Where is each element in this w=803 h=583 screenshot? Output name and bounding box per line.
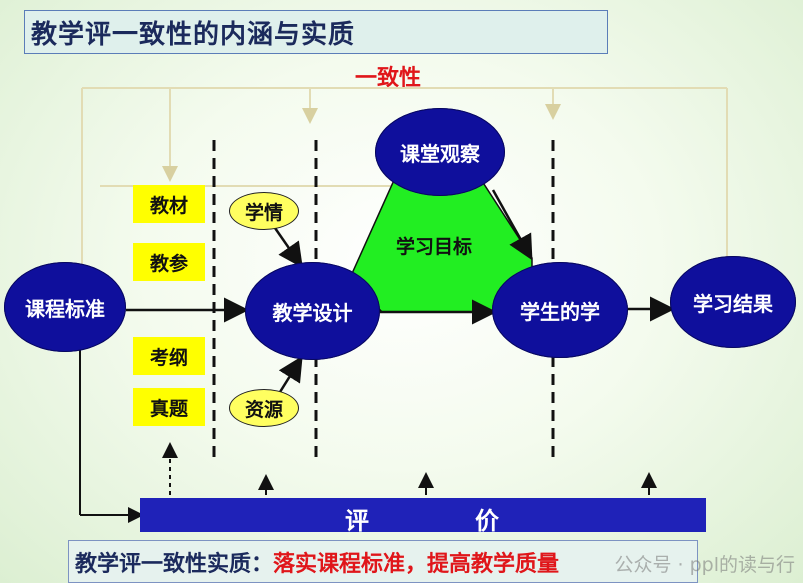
evaluation-char-2: 价 [475,507,499,535]
material-past-papers: 真题 [133,388,205,426]
essence-label: 教学评一致性实质： [75,551,274,577]
curriculum-standard-node: 课程标准 [4,262,126,352]
essence-value: 落实课程标准，提高教学质量 [273,551,560,577]
material-textbook: 教材 [133,185,205,223]
classroom-observation-node: 课堂观察 [375,108,505,196]
evaluation-bar: 评 价 [140,498,706,535]
essence-statement: 教学评一致性实质： 落实课程标准，提高教学质量 [68,540,698,583]
material-exam-outline: 考纲 [133,337,205,375]
material-teacher-reference: 教参 [133,243,205,281]
learning-situation-oval: 学情 [229,192,299,230]
learning-outcome-node: 学习结果 [670,256,796,348]
student-learning-node: 学生的学 [492,262,628,358]
page-title: 教学评一致性的内涵与实质 [24,10,608,54]
watermark: 公众号 · ppl的读与行 [614,554,795,576]
consistency-label: 一致性 [355,66,422,91]
resources-oval: 资源 [229,389,299,427]
evaluation-char-1: 评 [345,507,369,535]
learning-goal-label: 学习目标 [396,236,473,258]
teaching-design-node: 教学设计 [245,262,380,360]
